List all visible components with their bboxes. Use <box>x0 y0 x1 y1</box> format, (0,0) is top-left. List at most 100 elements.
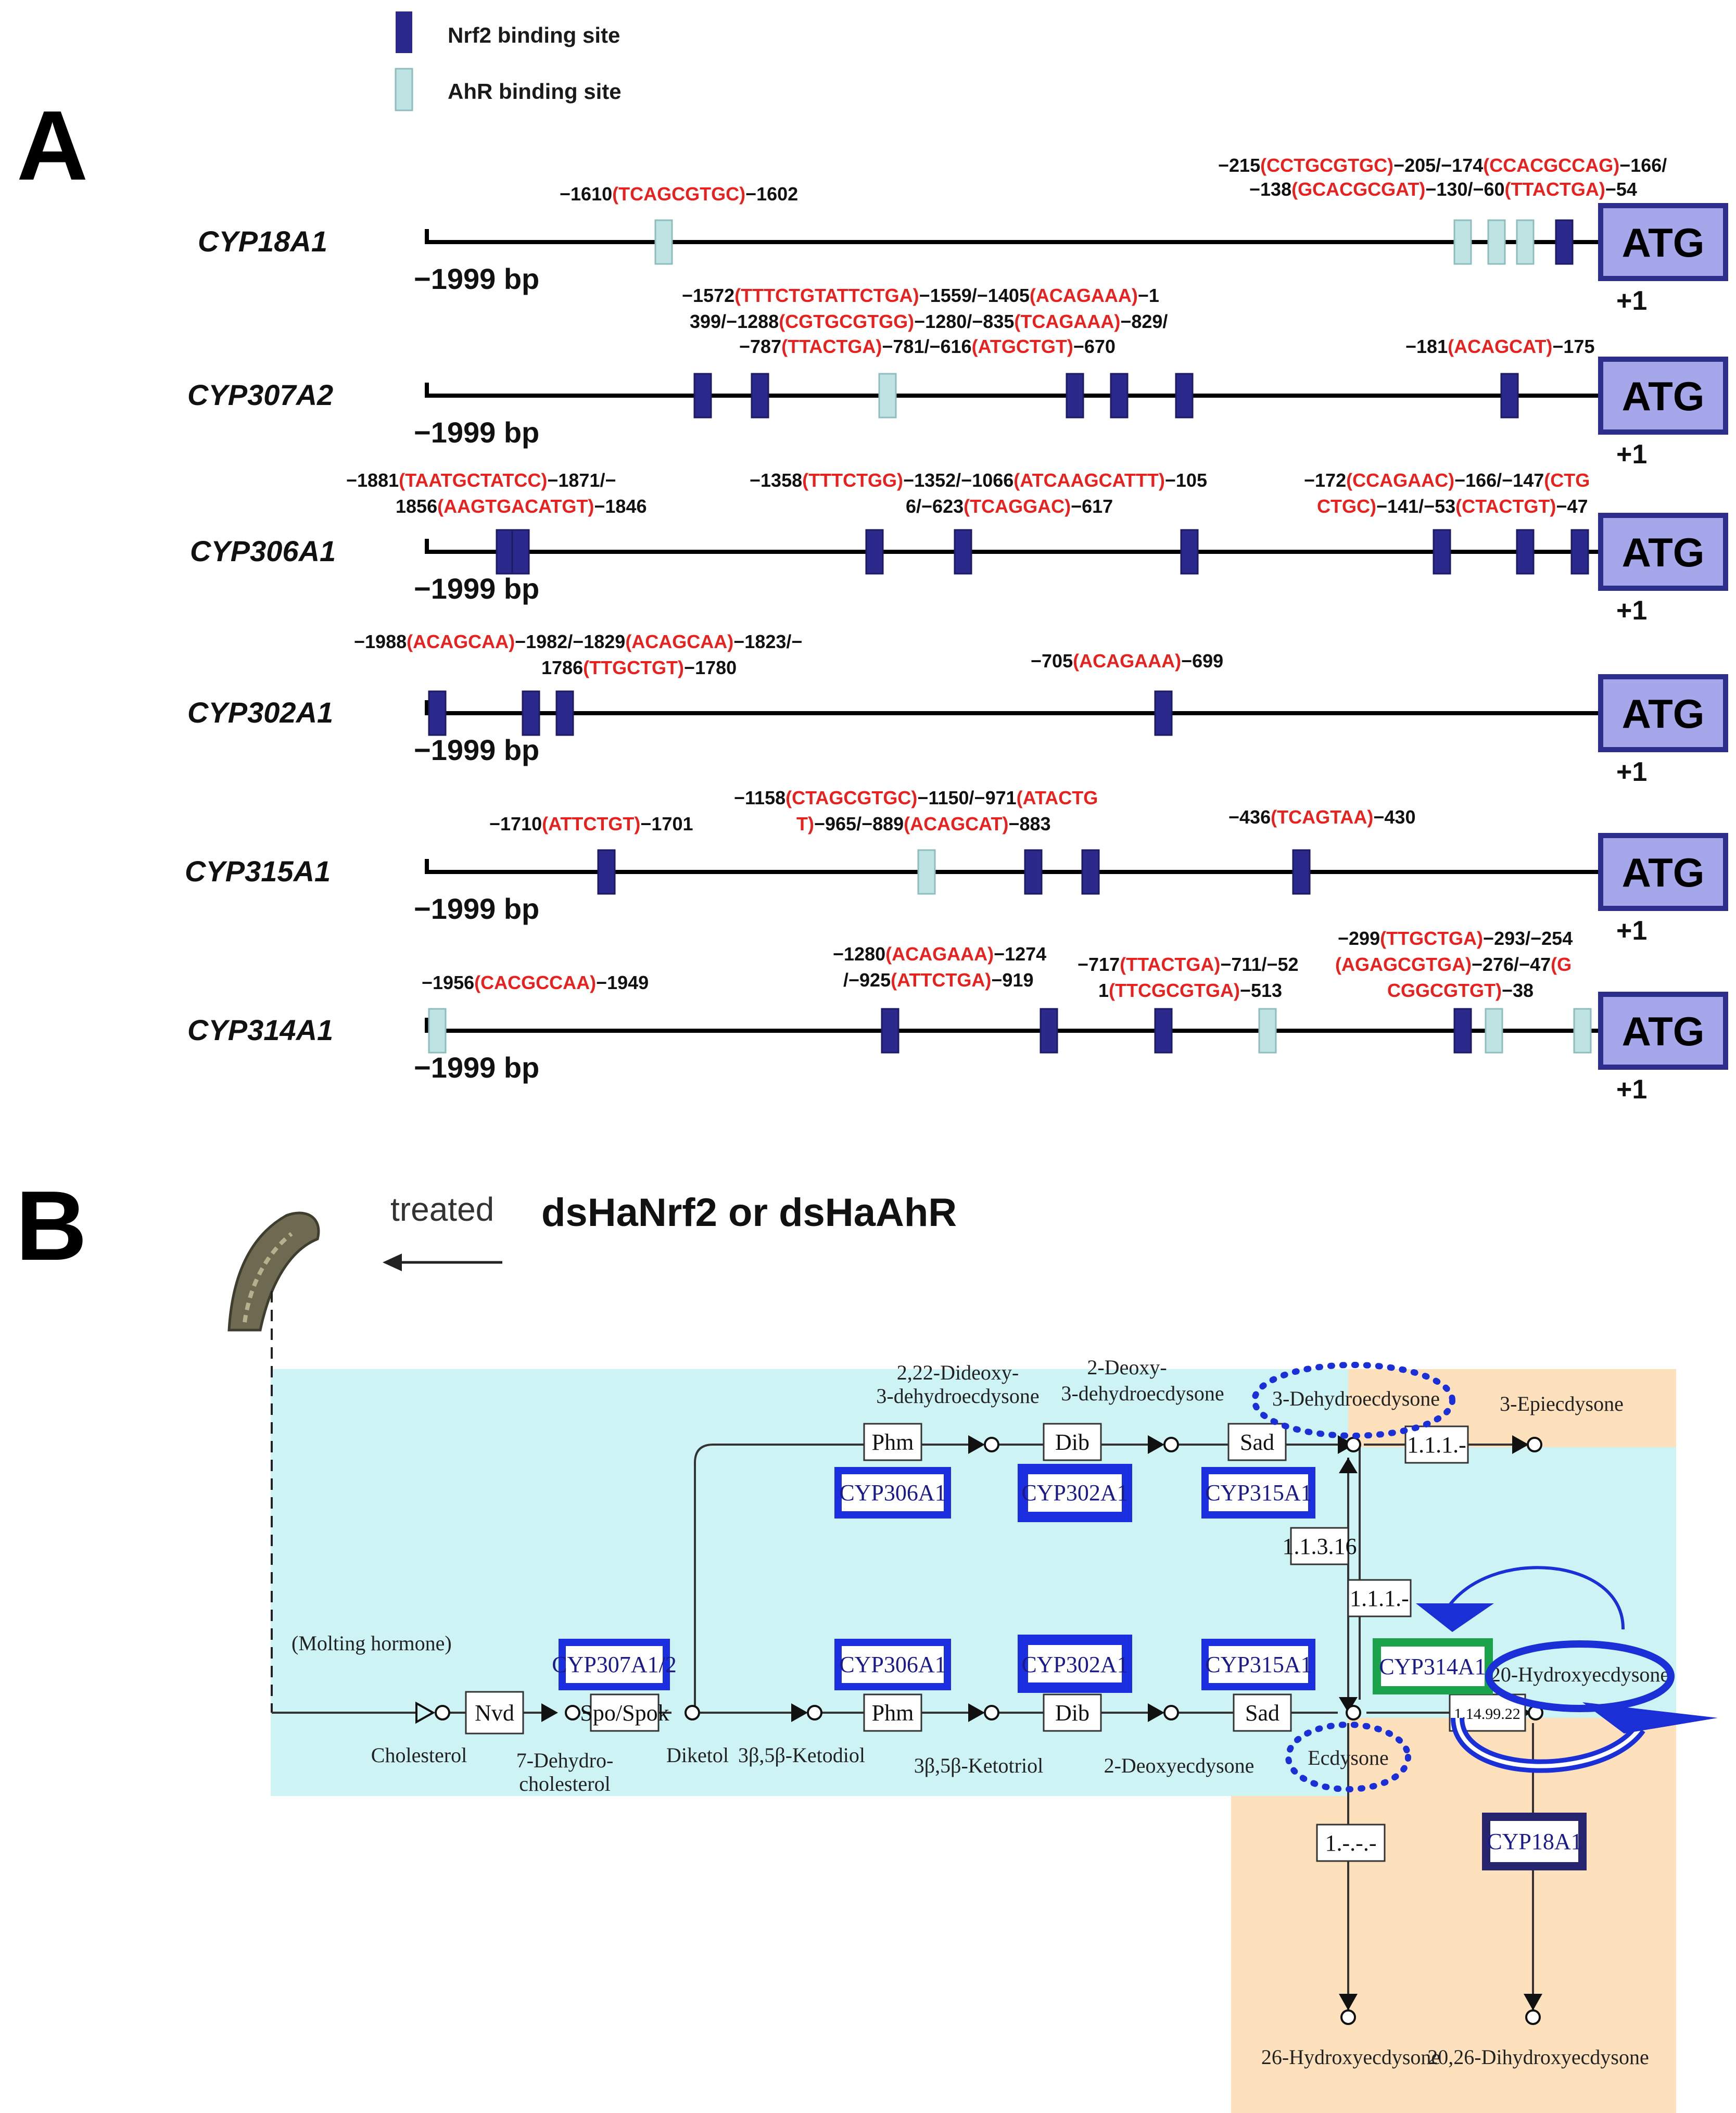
gene-name: CYP315A1 <box>185 855 331 888</box>
nrf2-binding-site <box>1516 529 1535 575</box>
binding-site-annotation: 1856(AAGTGACATGT)−1846 <box>396 496 647 517</box>
atg-label: ATG <box>1622 850 1705 895</box>
compound-hydroxyecdysone: 20-Hydroxyecdysone <box>1490 1663 1669 1686</box>
binding-site-annotation: −1988(ACAGCAA)−1982/−1829(ACAGCAA)−1823/… <box>354 631 802 652</box>
treated-label: treated <box>390 1191 494 1228</box>
atg-box <box>1598 992 1728 1070</box>
nrf2-binding-site <box>1433 529 1451 575</box>
compound-dideoxy-1: 2,22-Dideoxy- <box>897 1361 1019 1384</box>
nrf2-binding-site <box>881 1008 899 1054</box>
nrf2-binding-site <box>1500 373 1519 419</box>
binding-site-annotation: −1358(TTTCTGG)−1352/−1066(ATCAAGCATTT)−1… <box>750 470 1207 491</box>
nrf2-binding-site <box>1175 373 1194 419</box>
start-position-label: −1999 bp <box>414 1051 539 1084</box>
gene-row-cyp314a1: CYP314A1−1999 bpATG+1−1956(CACGCCAA)−194… <box>187 928 1728 1105</box>
binding-site-annotation: −436(TCAGTAA)−430 <box>1228 806 1415 828</box>
gene-row-cyp18a1: CYP18A1−1999 bpATG+1−1610(TCAGCGTGC)−160… <box>198 155 1728 316</box>
enzyme-11316: 1.1.3.16 <box>1283 1534 1357 1559</box>
binding-site-annotation: 6/−623(TCAGGAC)−617 <box>906 496 1113 517</box>
compound-ketodiol: 3β,5β-Ketodiol <box>738 1743 865 1767</box>
tss-label: +1 <box>1616 916 1647 946</box>
enzyme-cyp306-top: CYP306A1 <box>839 1480 946 1505</box>
gene-name: CYP314A1 <box>187 1014 333 1046</box>
binding-site-annotation: −299(TTGCTGA)−293/−254 <box>1338 928 1573 949</box>
binding-site-annotation: 1786(TTGCTGT)−1780 <box>541 657 737 678</box>
ahr-binding-site <box>654 219 673 265</box>
enzyme-cyp302-top: CYP302A1 <box>1021 1480 1128 1505</box>
nrf2-binding-site <box>751 373 769 419</box>
tss-label: +1 <box>1616 596 1647 626</box>
enzyme-phm-top: Phm <box>872 1429 914 1455</box>
start-position-label: −1999 bp <box>414 733 539 766</box>
start-position-label: −1999 bp <box>414 262 539 295</box>
nrf2-binding-site <box>954 529 972 575</box>
compound-dideoxy-2: 3-dehydroecdysone <box>876 1384 1039 1408</box>
ahr-binding-site <box>1516 219 1535 265</box>
binding-site-annotation: 399/−1288(CGTGCGTGG)−1280/−835(TCAGAAA)−… <box>690 311 1168 332</box>
binding-site-annotation: −172(CCAGAAC)−166/−147(CTG <box>1304 470 1590 491</box>
gene-name: CYP306A1 <box>190 535 336 567</box>
legend: Nrf2 binding site AhR binding site <box>395 11 622 111</box>
ahr-binding-site <box>428 1008 447 1054</box>
compound-ecdysone: Ecdysone <box>1308 1746 1389 1769</box>
legend-nrf2-label: Nrf2 binding site <box>448 23 620 47</box>
binding-site-annotation: CGGCGTGT)−38 <box>1387 980 1534 1001</box>
enzyme-nvd: Nvd <box>475 1700 514 1726</box>
treatment-label: dsHaNrf2 or dsHaAhR <box>541 1191 957 1235</box>
legend-nrf2-swatch <box>396 11 412 53</box>
enzyme-1: 1.-.-.- <box>1325 1830 1377 1856</box>
gene-name: CYP307A2 <box>187 378 333 411</box>
binding-site-annotation: /−925(ATTCTGA)−919 <box>843 969 1033 991</box>
gene-row-cyp302a1: CYP302A1−1999 bpATG+1−1988(ACAGCAA)−1982… <box>187 631 1728 787</box>
gene-name: CYP18A1 <box>198 225 327 258</box>
nrf2-binding-site <box>428 690 447 736</box>
ahr-binding-site <box>1485 1008 1503 1054</box>
legend-ahr-label: AhR binding site <box>448 79 622 104</box>
start-position-label: −1999 bp <box>414 572 539 605</box>
binding-site-annotation: −215(CCTGCGTGC)−205/−174(CCACGCCAG)−166/ <box>1218 155 1667 176</box>
compound-dehydroecdysone: 3-Dehydroecdysone <box>1272 1387 1440 1410</box>
binding-site-annotation: T)−965/−889(ACAGCAT)−883 <box>796 813 1051 834</box>
binding-site-annotation: −181(ACAGCAT)−175 <box>1405 336 1594 357</box>
nrf2-binding-site <box>522 690 540 736</box>
panel-b-label: B <box>16 1171 87 1281</box>
binding-site-annotation: −1158(CTAGCGTGC)−1150/−971(ATACTG <box>734 787 1098 808</box>
compound-dihydroxyecdysone: 20,26-Dihydroxyecdysone <box>1427 2045 1649 2069</box>
gene-row-cyp306a1: CYP306A1−1999 bpATG+1−1881(TAATGCTATCC)−… <box>190 470 1728 626</box>
enzyme-cyp307: CYP307A1/2 <box>552 1652 677 1677</box>
compound-deoxyecdysone: 2-Deoxyecdysone <box>1104 1754 1255 1777</box>
nrf2-binding-site <box>1555 219 1574 265</box>
atg-box <box>1598 513 1728 591</box>
nrf2-binding-site <box>1110 373 1129 419</box>
feedback-arrow-top <box>1446 1566 1625 1630</box>
binding-site-annotation: −1572(TTTCTGTATTCTGA)−1559/−1405(ACAGAAA… <box>682 285 1159 306</box>
binding-site-annotation: 1(TTCGCGTGA)−513 <box>1098 980 1282 1001</box>
enzyme-cyp315-bottom: CYP315A1 <box>1205 1652 1312 1677</box>
nrf2-binding-site <box>511 529 530 575</box>
binding-site-annotation: −1710(ATTCTGT)−1701 <box>489 813 693 834</box>
compound-diketol: Diketol <box>666 1743 729 1767</box>
ahr-binding-site <box>1573 1008 1592 1054</box>
start-position-label: −1999 bp <box>414 416 539 449</box>
binding-site-annotation: CTGC)−141/−53(CTACTGT)−47 <box>1317 496 1588 517</box>
enzyme-dib-top: Dib <box>1055 1429 1089 1455</box>
enzyme-1113: 1.1.1.- <box>1407 1432 1466 1458</box>
atg-box <box>1598 203 1728 281</box>
enzyme-cyp306-bottom: CYP306A1 <box>839 1652 946 1677</box>
panel-a-label: A <box>17 91 88 201</box>
enzyme-cyp302-bottom: CYP302A1 <box>1021 1652 1128 1677</box>
compound-epiecdysone: 3-Epiecdysone <box>1500 1392 1624 1415</box>
panel-b: B treated dsHaNrf2 or dsHaAhR <box>16 1171 1718 2113</box>
compound-deoxy-dehydro-1: 2-Deoxy- <box>1087 1356 1167 1379</box>
ahr-binding-site <box>878 373 897 419</box>
feedback-arrowhead-bottom <box>1582 1702 1718 1734</box>
binding-site-annotation: −1881(TAATGCTATCC)−1871/− <box>346 470 616 491</box>
ecdysone-highlight <box>1285 1722 1411 1792</box>
nrf2-binding-site <box>555 690 574 736</box>
ahr-binding-site <box>1453 219 1472 265</box>
legend-ahr-swatch <box>395 68 413 111</box>
dehydroecdysone-highlight <box>1251 1362 1455 1439</box>
tss-label: +1 <box>1616 1074 1647 1105</box>
enzyme-cyp18: CYP18A1 <box>1487 1829 1582 1854</box>
